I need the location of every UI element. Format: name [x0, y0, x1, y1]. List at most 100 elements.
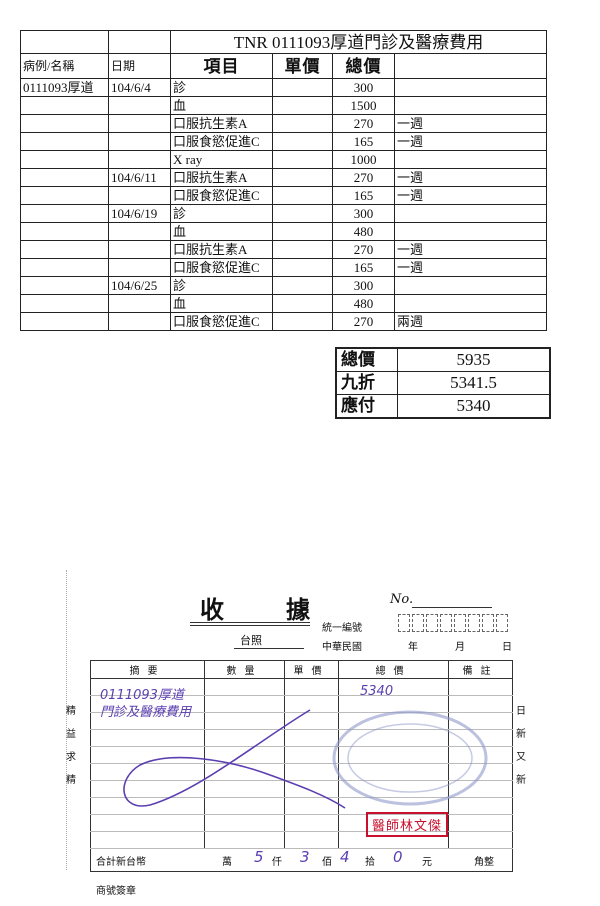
fee-cell-unit-price — [272, 222, 333, 241]
title-underline — [190, 622, 310, 623]
fee-cell-note: 一週 — [394, 186, 547, 205]
receipt-row — [90, 797, 513, 815]
fee-cell-note — [394, 204, 547, 223]
fee-cell-date: 104/6/19 — [108, 204, 171, 223]
fee-cell-patient — [20, 222, 109, 241]
handwritten-summary-2: 門診及醫療費用 — [100, 705, 192, 720]
fee-cell-item: 口服食慾促進C — [170, 186, 273, 205]
fee-cell-date — [108, 312, 171, 331]
fee-cell-item: 診 — [170, 276, 273, 295]
fee-cell-date — [108, 150, 171, 169]
blank-cell — [20, 30, 109, 54]
receipt-header-unit-price: 單價 — [284, 660, 339, 679]
round-seal-icon — [332, 710, 488, 806]
header-date: 日期 — [108, 53, 171, 79]
receipt-row — [90, 712, 513, 730]
receipt-header-remark: 備註 — [448, 660, 513, 679]
fee-cell-total: 165 — [332, 186, 395, 205]
fee-cell-item: 口服抗生素A — [170, 168, 273, 187]
receipt-header-summary: 摘要 — [90, 660, 205, 679]
receipt-cell — [204, 831, 285, 849]
receipt-row — [90, 780, 513, 798]
fee-table-title: TNR 0111093厚道門診及醫療費用 — [170, 30, 547, 54]
receipt-cell — [448, 746, 513, 764]
receipt-no-label: No. — [390, 592, 414, 607]
fee-cell-date — [108, 240, 171, 259]
fee-cell-date: 104/6/4 — [108, 78, 171, 97]
receipt-cell — [284, 678, 339, 696]
fee-cell-patient — [20, 240, 109, 259]
receipt-cell — [448, 831, 513, 849]
fee-cell-patient: 0111093厚道 — [20, 78, 109, 97]
void-scribble — [123, 709, 346, 809]
receipt-cell — [284, 831, 339, 849]
receipt-cell — [204, 678, 285, 696]
fee-cell-item: 口服食慾促進C — [170, 132, 273, 151]
unified-no-box — [398, 614, 410, 632]
fee-cell-patient — [20, 168, 109, 187]
handwritten-total: 5340 — [360, 684, 394, 699]
fee-cell-note: 一週 — [394, 258, 547, 277]
year-label: 年 — [408, 642, 418, 653]
stamp-label: 商號簽章 — [96, 886, 136, 897]
blank-cell — [108, 30, 171, 54]
fee-cell-unit-price — [272, 258, 333, 277]
receipt-rows — [90, 678, 513, 849]
fee-table: TNR 0111093厚道門診及醫療費用 病例/名稱 日期 項目 單價 總價 0… — [20, 30, 547, 331]
header-total: 總價 — [332, 53, 395, 79]
receipt-row — [90, 678, 513, 696]
perforation-line — [66, 570, 67, 870]
unified-no-label: 統一編號 — [322, 623, 362, 634]
fee-cell-unit-price — [272, 132, 333, 151]
fee-cell-item: 口服抗生素A — [170, 114, 273, 133]
fee-cell-note — [394, 294, 547, 313]
fee-cell-date: 104/6/25 — [108, 276, 171, 295]
receipt-title: 收據 — [200, 595, 372, 624]
fee-cell-total: 165 — [332, 258, 395, 277]
header-unit-price: 單價 — [272, 53, 333, 79]
sum-label: 合計新台幣 — [96, 857, 146, 868]
title-underline — [190, 625, 310, 626]
ref-line — [234, 648, 304, 649]
receipt-cell — [448, 695, 513, 713]
fee-cell-unit-price — [272, 78, 333, 97]
fee-cell-total: 300 — [332, 276, 395, 295]
right-side-text: 日新又新 — [516, 706, 526, 786]
discount-value: 5341.5 — [397, 371, 551, 395]
unified-no-box — [496, 614, 508, 632]
fee-cell-patient — [20, 186, 109, 205]
qian-digit: 5 — [254, 848, 264, 866]
fee-cell-note — [394, 96, 547, 115]
receipt-row — [90, 729, 513, 747]
shi-label: 拾 — [365, 857, 375, 868]
fee-cell-patient — [20, 114, 109, 133]
receipt-cell — [448, 814, 513, 832]
total-label: 總價 — [335, 347, 398, 372]
unified-no-box — [482, 614, 494, 632]
doctor-seal: 醫師林文傑 — [366, 812, 449, 837]
fee-cell-note — [394, 222, 547, 241]
receipt-row — [90, 814, 513, 832]
fee-cell-note — [394, 150, 547, 169]
yuan-digit: 0 — [393, 848, 403, 866]
left-side-text: 精益求精 — [66, 706, 76, 786]
fee-cell-total: 270 — [332, 240, 395, 259]
fee-cell-item: 口服食慾促進C — [170, 312, 273, 331]
fee-cell-date — [108, 132, 171, 151]
unified-no-box — [412, 614, 424, 632]
unified-no-box — [454, 614, 466, 632]
fee-cell-unit-price — [272, 96, 333, 115]
ref-text: 台照 — [240, 634, 262, 647]
receipt-row — [90, 746, 513, 764]
fee-cell-date — [108, 114, 171, 133]
